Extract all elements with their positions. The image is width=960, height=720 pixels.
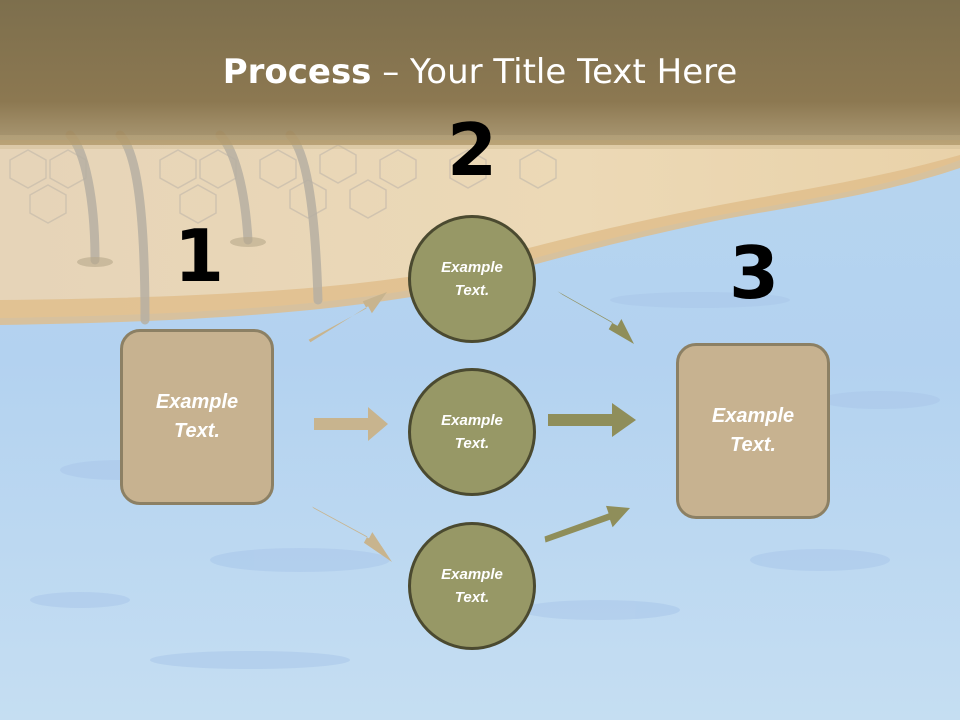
step-number-3: 3	[728, 231, 780, 315]
step-number-1: 1	[173, 214, 225, 298]
step-2-circle-top: Example Text.	[408, 215, 536, 343]
circle-top-text: Example Text.	[441, 259, 503, 299]
circle-middle-text: Example Text.	[441, 412, 503, 452]
title-bold: Process	[222, 52, 372, 92]
step-1-box: Example Text.	[120, 329, 274, 505]
slide-title: Process – Your Title Text Here	[0, 52, 960, 92]
step-1-box-text: Example Text.	[155, 391, 239, 442]
circle-bottom-text: Example Text.	[441, 566, 503, 606]
step-3-box-text: Example Text.	[711, 405, 795, 456]
title-rest: – Your Title Text Here	[371, 52, 738, 92]
step-2-circle-bottom: Example Text.	[408, 522, 536, 650]
step-number-2: 2	[446, 108, 498, 192]
step-2-circle-middle: Example Text.	[408, 368, 536, 496]
step-3-box: Example Text.	[676, 343, 830, 519]
